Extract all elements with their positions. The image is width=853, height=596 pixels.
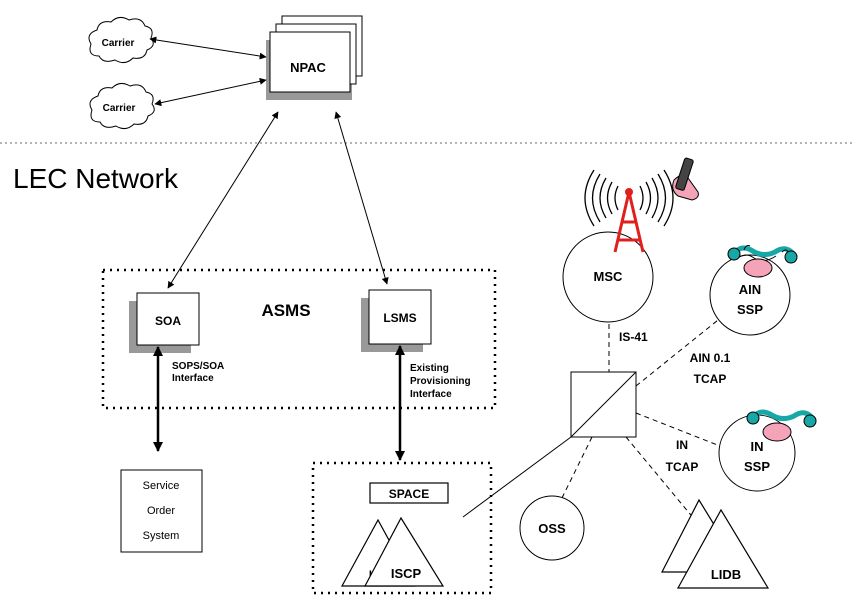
npac-label: NPAC	[290, 60, 326, 75]
carrier-label: Carrier	[103, 103, 136, 114]
space-label: SPACE	[389, 487, 429, 501]
oss-label: OSS	[538, 521, 566, 536]
telephone-icon	[746, 409, 817, 442]
npac-node: NPAC	[266, 15, 363, 100]
ain-ssp-link	[635, 311, 729, 387]
service-order-system: Service Order System	[120, 469, 203, 553]
cloud-icon	[89, 82, 155, 130]
lsms-label: LSMS	[383, 311, 416, 325]
oss-node: OSS	[519, 495, 585, 561]
radio-tower-icon	[584, 169, 674, 253]
in-ssp-link	[635, 412, 721, 447]
asms-group	[101, 268, 497, 410]
ain-ssp-node: AIN SSP	[709, 254, 791, 336]
network-title: LEC Network	[13, 163, 179, 194]
lsms-node: LSMS	[361, 289, 432, 352]
lsms-interface-line2: Provisioning	[410, 376, 471, 387]
carrier-cloud-bottom: Carrier	[89, 82, 155, 130]
in-ssp-line2: SSP	[744, 459, 770, 474]
oss-link	[560, 436, 593, 501]
in-link-label-line2: TCAP	[666, 460, 699, 474]
sos-line3: System	[143, 530, 180, 542]
ain-link-label-line1: AIN 0.1	[690, 351, 731, 365]
lidb-label: LIDB	[711, 567, 741, 582]
lidb-node: LIDB	[661, 498, 770, 589]
carrier-cloud-top: Carrier	[88, 16, 154, 64]
msc-label: MSC	[594, 269, 624, 284]
mobile-phone-icon	[672, 157, 699, 201]
soa-interface-line1: SOPS/SOA	[172, 361, 224, 372]
space-node: SPACE	[369, 482, 449, 504]
npac-soa-link	[167, 111, 279, 289]
ain-link-label-line2: TCAP	[694, 372, 727, 386]
soa-node: SOA	[129, 292, 200, 353]
ain-ssp-line1: AIN	[739, 282, 761, 297]
carrier-label: Carrier	[102, 38, 135, 49]
carrier-npac-link-top	[149, 36, 267, 60]
in-link-label-line1: IN	[676, 438, 688, 452]
carrier-npac-link-bottom	[154, 77, 267, 107]
telephone-icon	[727, 245, 798, 278]
switch-diagonal	[570, 371, 637, 438]
in-ssp-line1: IN	[751, 439, 764, 454]
soa-interface-line2: Interface	[172, 373, 214, 384]
asms-label: ASMS	[261, 301, 310, 320]
lsms-interface-line3: Interface	[410, 389, 452, 400]
lidb-front-triangle	[676, 508, 770, 589]
switch-node	[570, 371, 637, 438]
iscp-node: ISC ISCP	[340, 516, 445, 587]
iscp-label: ISCP	[391, 566, 422, 581]
sos-line1: Service	[143, 480, 180, 492]
lsms-interface-line1: Existing	[410, 363, 449, 374]
sos-line2: Order	[147, 505, 175, 517]
msc-link-label: IS-41	[619, 330, 648, 344]
msc-node: MSC	[562, 231, 654, 323]
npac-lsms-link	[334, 111, 389, 285]
ain-ssp-line2: SSP	[737, 302, 763, 317]
soa-label: SOA	[155, 314, 181, 328]
iscp-front-triangle	[364, 516, 445, 587]
iscp-switch-link	[462, 436, 572, 518]
